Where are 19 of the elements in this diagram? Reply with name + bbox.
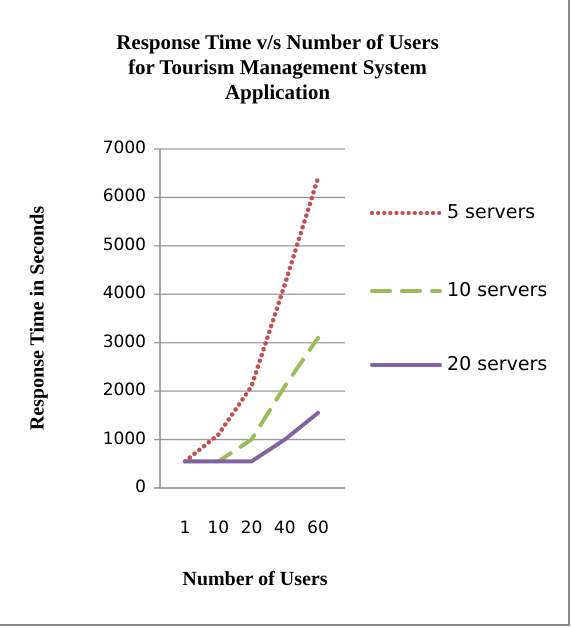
y-tick-label: 3000 (102, 332, 146, 352)
y-tick-label: 5000 (102, 234, 146, 255)
legend-label: 10 servers (447, 279, 548, 301)
y-tick-label: 7000 (102, 138, 146, 158)
chart-title: Response Time v/s Number of Users for Tourism Management System Application (115, 30, 440, 105)
x-tick-label: 40 (272, 518, 297, 538)
y-tick-label: 2000 (102, 380, 146, 400)
y-tick-label: 1000 (102, 428, 146, 449)
y-axis-title: Response Time in Seconds (26, 206, 50, 430)
legend-label: 20 servers (447, 353, 548, 375)
x-axis-title: Number of Users (181, 568, 329, 591)
x-tick-label: 60 (306, 518, 330, 538)
y-tick-label: 0 (134, 477, 146, 497)
y-tick-label: 6000 (102, 186, 146, 206)
y-tick-label: 4000 (102, 283, 146, 304)
x-tick-label: 10 (206, 518, 230, 538)
x-tick-label: 1 (178, 518, 192, 538)
legend-label: 5 servers (447, 201, 536, 223)
x-tick-label: 20 (240, 518, 264, 538)
